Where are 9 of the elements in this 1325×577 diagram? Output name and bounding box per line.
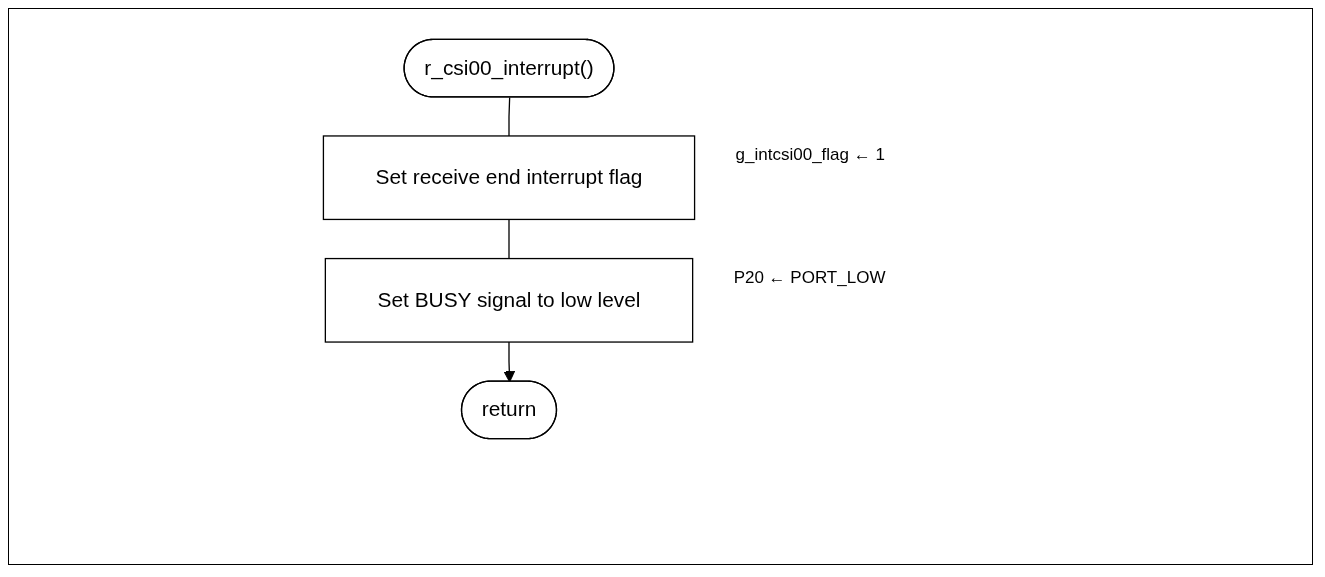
- connector-line: [508, 218, 510, 260]
- terminal-shape: r_csi00_interrupt(): [403, 38, 615, 98]
- process-box: Set receive end interrupt flag: [322, 135, 696, 221]
- connector-line: [508, 96, 511, 137]
- code-annotation: P20 ← PORT_LOW: [733, 267, 886, 288]
- process-box: Set BUSY signal to low level: [324, 257, 694, 343]
- connector-line: [503, 341, 516, 383]
- code-annotation: g_intcsi00_flag ← 1: [735, 144, 885, 165]
- terminal-shape: return: [460, 380, 558, 440]
